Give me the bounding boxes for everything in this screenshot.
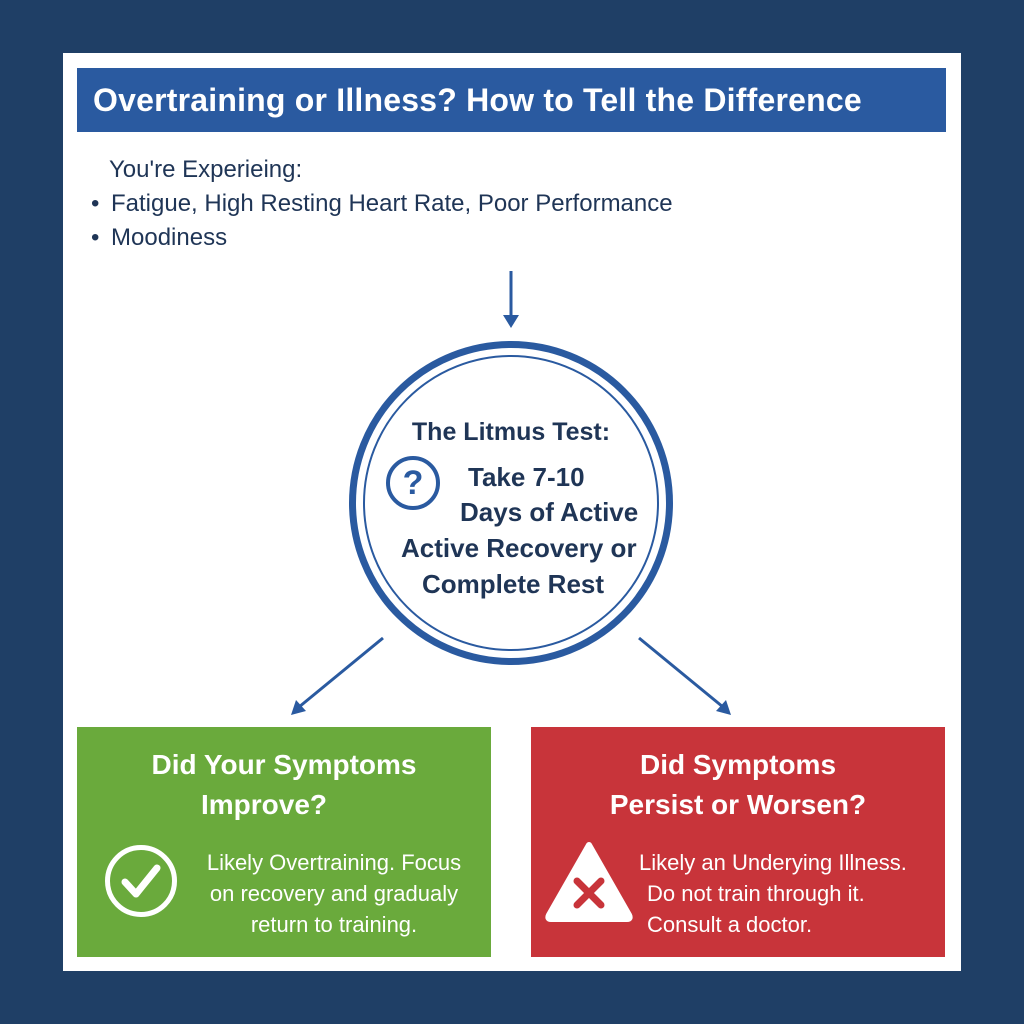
worsened-body-line: Likely an Underying Illness. bbox=[639, 850, 907, 875]
symptoms-heading: You're Experieing: bbox=[109, 156, 303, 183]
check-icon bbox=[105, 845, 177, 917]
circle-inner-ring bbox=[363, 355, 659, 651]
litmus-line: Take 7-10 bbox=[468, 462, 585, 492]
infographic-card: Overtraining or Illness? How to Tell the… bbox=[63, 53, 961, 971]
arrow-down bbox=[503, 271, 519, 328]
improved-body-line: on recovery and gradualy bbox=[209, 881, 459, 906]
page-title: Overtraining or Illness? How to Tell the… bbox=[93, 81, 862, 118]
worsened-body-line: Do not train through it. bbox=[647, 881, 865, 906]
improved-body-line: return to training. bbox=[250, 912, 418, 937]
worsened-body-line: Consult a doctor. bbox=[647, 912, 813, 937]
litmus-title: The Litmus Test: bbox=[411, 418, 611, 446]
improved-panel: Did Your Symptoms Improve? Likely Overtr… bbox=[77, 727, 491, 957]
improved-body-line: Likely Overtraining. Focus bbox=[206, 850, 462, 875]
worsened-panel: Did Symptoms Persist or Worsen? Likely a… bbox=[531, 727, 945, 957]
symptom-bullet: •Moodiness bbox=[91, 224, 228, 251]
litmus-line: Days of Active bbox=[460, 497, 639, 527]
improved-heading: Did Your Symptoms Improve? bbox=[77, 745, 491, 825]
worsened-heading: Did Symptoms Persist or Worsen? bbox=[531, 745, 945, 825]
litmus-line: Complete Rest bbox=[422, 569, 605, 599]
question-icon: ? bbox=[386, 456, 440, 510]
flow-arrows bbox=[291, 271, 731, 715]
symptom-text: Moodiness bbox=[111, 224, 228, 251]
warning-x-icon bbox=[543, 839, 635, 928]
symptoms-section: You're Experieing: •Fatigue, High Restin… bbox=[91, 153, 673, 255]
arrow-left bbox=[291, 636, 384, 715]
worsened-heading-line: Persist or Worsen? bbox=[609, 789, 867, 820]
improved-heading-line: Improve? bbox=[200, 789, 328, 820]
worsened-body: Likely an Underying Illness. Do not trai… bbox=[639, 847, 939, 940]
title-bar: Overtraining or Illness? How to Tell the… bbox=[77, 68, 946, 132]
improved-body: Likely Overtraining. Focus on recovery a… bbox=[189, 847, 479, 940]
arrow-right bbox=[638, 636, 731, 715]
improved-heading-line: Did Your Symptoms bbox=[151, 749, 417, 780]
worsened-heading-line: Did Symptoms bbox=[639, 749, 837, 780]
symptom-text: Fatigue, High Resting Heart Rate, Poor P… bbox=[111, 190, 673, 217]
symptom-bullet: •Fatigue, High Resting Heart Rate, Poor … bbox=[91, 190, 673, 217]
litmus-test-circle: The Litmus Test: ? Take 7-10 Days of Act… bbox=[349, 341, 673, 665]
litmus-line: Active Recovery or bbox=[401, 533, 637, 563]
